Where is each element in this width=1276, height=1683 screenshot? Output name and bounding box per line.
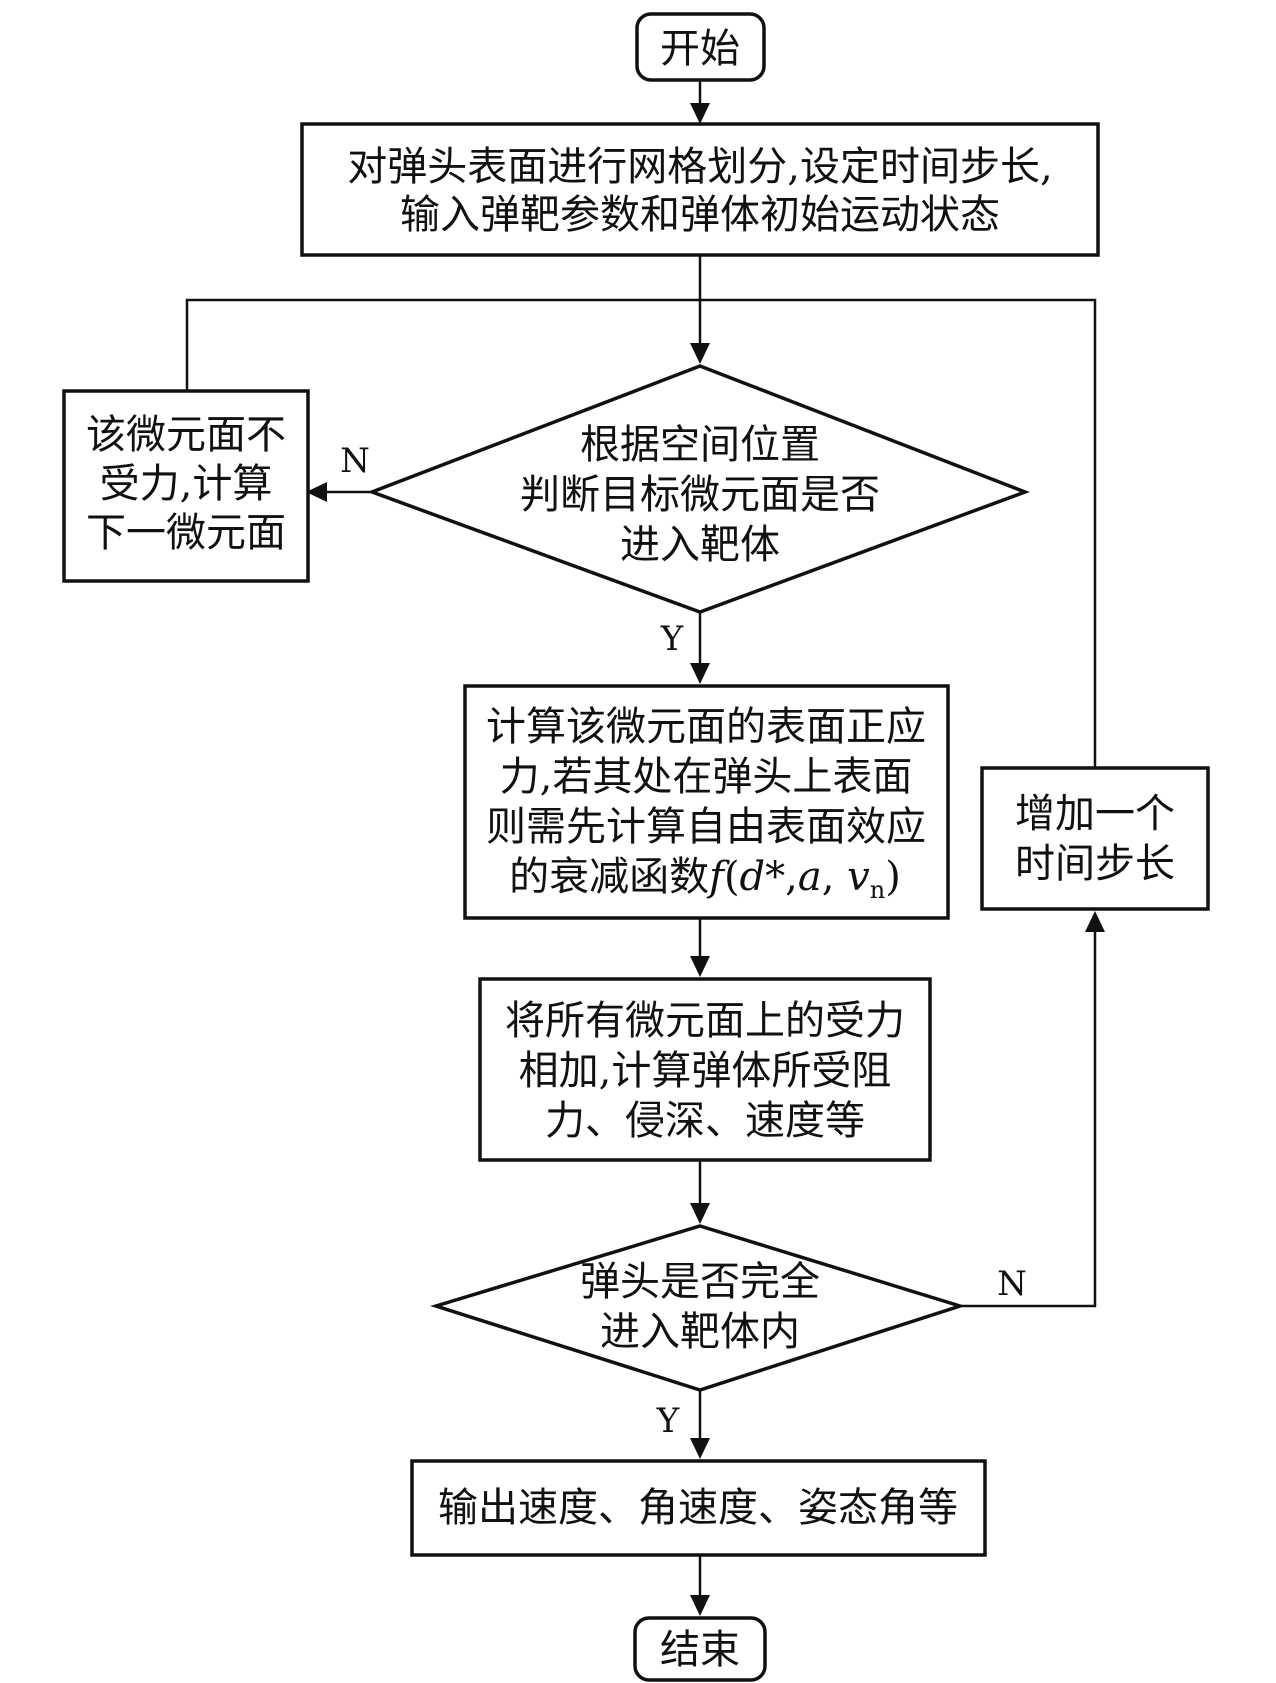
check-full-line-2: 进入靶体内 [600,1309,800,1355]
connectors [185,80,1097,1597]
arrowhead-init [690,103,710,124]
label-enter-yes: Y [660,619,684,659]
edge-labels: N Y N Y [340,441,1027,1441]
init-box [300,122,1100,257]
sum-forces-box [478,977,932,1162]
add-step-line-1: 增加一个 [1015,791,1175,837]
arrowhead-sum [690,956,710,977]
label-enter-no: N [340,441,370,481]
check-full-node: 弹头是否完全 进入靶体内 [430,1224,966,1392]
label-full-yes: Y [656,1401,680,1441]
check-full-diamond [430,1224,966,1392]
check-enter-line-1: 根据空间位置 [580,422,820,468]
sum-forces-line-1: 将所有微元面上的受力 [505,998,905,1044]
sum-forces-line-3: 力、侵深、速度等 [545,1098,865,1144]
add-step-line-2: 时间步长 [1015,841,1175,887]
no-force-node: 该微元面不 受力,计算 下一微元面 [62,389,310,583]
no-force-box [62,389,310,583]
check-enter-node: 根据空间位置 判断目标微元面是否 进入靶体 [367,364,1030,614]
arrowhead-noforce [306,482,327,502]
compute-stress-line-4: 的衰减函数f(d*,a, vn) [509,854,901,904]
add-step-box [980,766,1210,911]
sum-forces-line-2: 相加,计算弹体所受阻 [519,1048,892,1094]
check-enter-line-2: 判断目标微元面是否 [520,472,880,518]
label-full-no: N [997,1264,1027,1304]
add-step-node: 增加一个 时间步长 [980,766,1210,911]
output-box [410,1459,987,1557]
compute-stress-node: 计算该微元面的表面正应 力,若其处在弹头上表面 则需先计算自由表面效应 的衰减函… [463,684,950,920]
compute-stress-line-3: 则需先计算自由表面效应 [486,804,926,850]
arrowhead-full [690,1203,710,1224]
compute-stress-line-2: 力,若其处在弹头上表面 [500,754,913,800]
arrowhead-output [690,1438,710,1459]
init-line-2: 输入弹靶参数和弹体初始运动状态 [400,192,1000,238]
no-force-line-2: 受力,计算 [100,461,273,507]
start-node: 开始 [635,12,766,82]
check-full-line-1: 弹头是否完全 [580,1259,820,1305]
arrowhead-end [690,1595,710,1616]
start-terminal [635,12,766,82]
sum-forces-node: 将所有微元面上的受力 相加,计算弹体所受阻 力、侵深、速度等 [478,977,932,1162]
arrowheads [306,103,1105,1616]
compute-stress-line-1: 计算该微元面的表面正应 [486,704,926,750]
init-line-1: 对弹头表面进行网格划分,设定时间步长, [347,144,1052,190]
check-enter-diamond [367,364,1030,614]
output-label: 输出速度、角速度、姿态角等 [438,1485,958,1531]
arrowhead-check [690,343,710,364]
no-force-line-1: 该微元面不 [86,412,286,458]
output-node: 输出速度、角速度、姿态角等 [410,1459,987,1557]
no-force-line-3: 下一微元面 [86,510,286,556]
end-label: 结束 [660,1627,740,1673]
edge-full-no [960,930,1097,1308]
end-node: 结束 [633,1616,767,1682]
compute-stress-box [463,684,950,920]
edge-noforce-loop [185,298,1097,768]
arrowhead-stress [690,663,710,684]
check-enter-line-3: 进入靶体 [620,522,780,568]
arrowhead-addstep [1085,911,1105,932]
end-terminal [633,1616,767,1682]
start-label: 开始 [660,26,740,72]
init-node: 对弹头表面进行网格划分,设定时间步长, 输入弹靶参数和弹体初始运动状态 [300,122,1100,257]
